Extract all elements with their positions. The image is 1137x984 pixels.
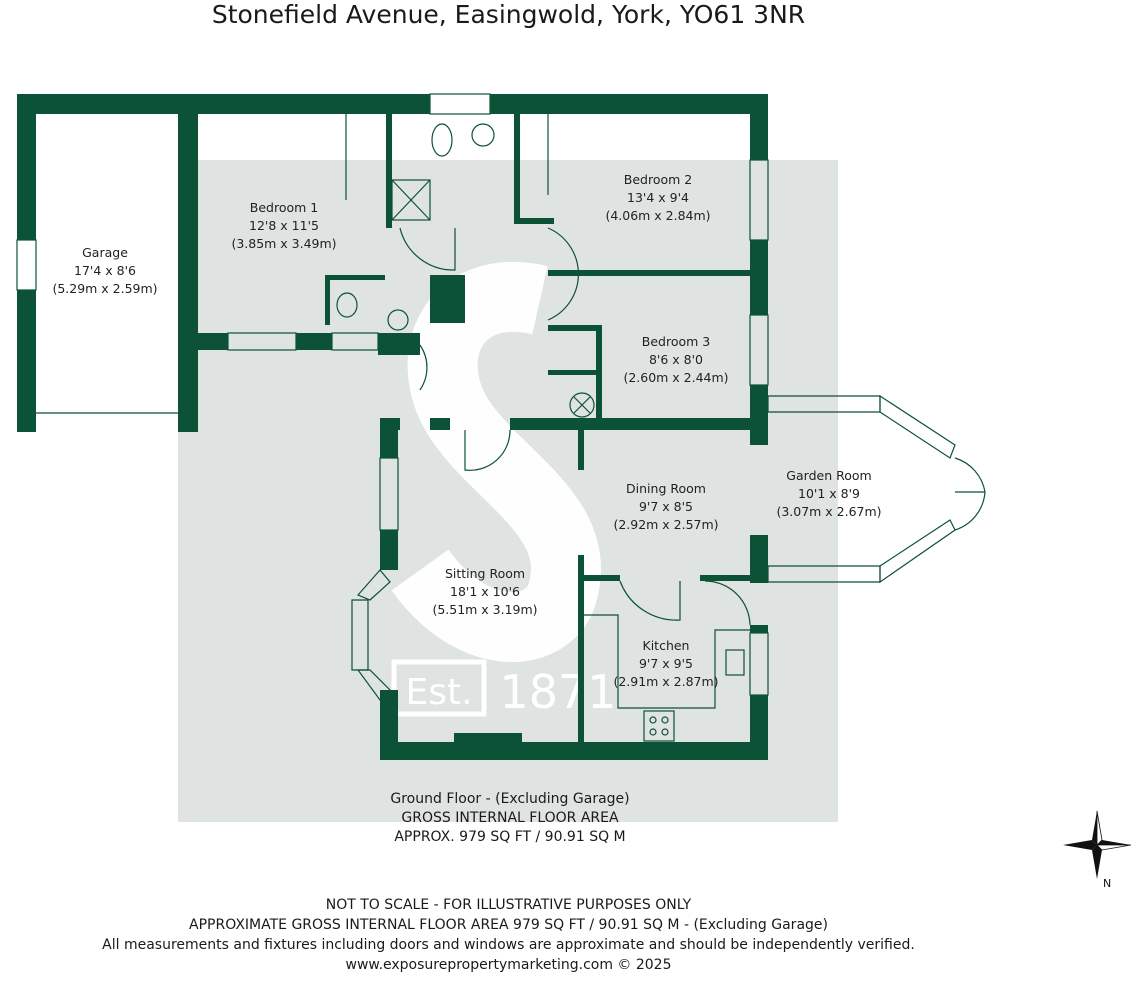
room-garden-room: Garden Room 10'1 x 8'9 (3.07m x 2.67m) [776,468,881,519]
floor-area-line: Ground Floor - (Excluding Garage) [390,791,630,807]
svg-text:17'4 x 8'6: 17'4 x 8'6 [74,263,136,278]
svg-text:Bedroom 2: Bedroom 2 [624,172,692,187]
svg-text:Bedroom 1: Bedroom 1 [250,200,318,215]
svg-text:13'4 x 9'4: 13'4 x 9'4 [627,190,689,205]
svg-text:(5.29m x 2.59m): (5.29m x 2.59m) [52,281,157,296]
footer-line: All measurements and fixtures including … [102,937,915,953]
svg-text:(3.85m x 3.49m): (3.85m x 3.49m) [231,236,336,251]
floor-area-summary: Ground Floor - (Excluding Garage) GROSS … [310,790,710,847]
svg-text:Garage: Garage [82,245,128,260]
walls [17,94,768,760]
svg-text:Garden Room: Garden Room [786,468,871,483]
room-bedroom-3: Bedroom 3 8'6 x 8'0 (2.60m x 2.44m) [623,334,728,385]
floor-area-line: GROSS INTERNAL FLOOR AREA [401,810,619,826]
svg-text:9'7 x 8'5: 9'7 x 8'5 [639,499,693,514]
room-kitchen: Kitchen 9'7 x 9'5 (2.91m x 2.87m) [613,638,718,689]
svg-text:(2.92m x 2.57m): (2.92m x 2.57m) [613,517,718,532]
year-label: 1871 [499,665,616,719]
svg-text:12'8 x 11'5: 12'8 x 11'5 [249,218,319,233]
svg-text:18'1 x 10'6: 18'1 x 10'6 [450,584,520,599]
floor-area-line: APPROX. 979 SQ FT / 90.91 SQ M [394,829,626,845]
svg-text:Sitting Room: Sitting Room [445,566,525,581]
est-label: Est. [405,672,472,713]
room-bedroom-2: Bedroom 2 13'4 x 9'4 (4.06m x 2.84m) [605,172,710,223]
room-garage: Garage 17'4 x 8'6 (5.29m x 2.59m) [52,245,157,296]
svg-text:Bedroom 3: Bedroom 3 [642,334,710,349]
compass-icon: N [1063,810,1132,890]
svg-text:(4.06m x 2.84m): (4.06m x 2.84m) [605,208,710,223]
compass-n-label: N [1103,877,1111,890]
svg-text:(3.07m x 2.67m): (3.07m x 2.67m) [776,504,881,519]
svg-text:10'1 x 8'9: 10'1 x 8'9 [798,486,860,501]
disclaimer-footer: NOT TO SCALE - FOR ILLUSTRATIVE PURPOSES… [0,895,1017,975]
windows-doors [16,93,986,742]
svg-text:(2.60m x 2.44m): (2.60m x 2.44m) [623,370,728,385]
svg-text:(5.51m x 3.19m): (5.51m x 3.19m) [432,602,537,617]
room-bedroom-1: Bedroom 1 12'8 x 11'5 (3.85m x 3.49m) [231,200,336,251]
svg-text:Kitchen: Kitchen [643,638,690,653]
room-dining-room: Dining Room 9'7 x 8'5 (2.92m x 2.57m) [613,481,718,532]
room-sitting-room: Sitting Room 18'1 x 10'6 (5.51m x 3.19m) [432,566,537,617]
page-title: Stonefield Avenue, Easingwold, York, YO6… [211,0,806,29]
est-watermark: Est. 1871 [391,659,617,719]
s-watermark [391,261,601,662]
footer-line: NOT TO SCALE - FOR ILLUSTRATIVE PURPOSES… [325,897,692,913]
room-labels: Garage 17'4 x 8'6 (5.29m x 2.59m) Bedroo… [52,172,881,689]
footer-line: APPROXIMATE GROSS INTERNAL FLOOR AREA 97… [189,917,828,933]
svg-text:8'6 x 8'0: 8'6 x 8'0 [649,352,703,367]
svg-text:Dining Room: Dining Room [626,481,706,496]
svg-text:(2.91m x 2.87m): (2.91m x 2.87m) [613,674,718,689]
svg-text:9'7 x 9'5: 9'7 x 9'5 [639,656,693,671]
footer-website: www.exposurepropertymarketing.com © 2025 [345,957,672,973]
